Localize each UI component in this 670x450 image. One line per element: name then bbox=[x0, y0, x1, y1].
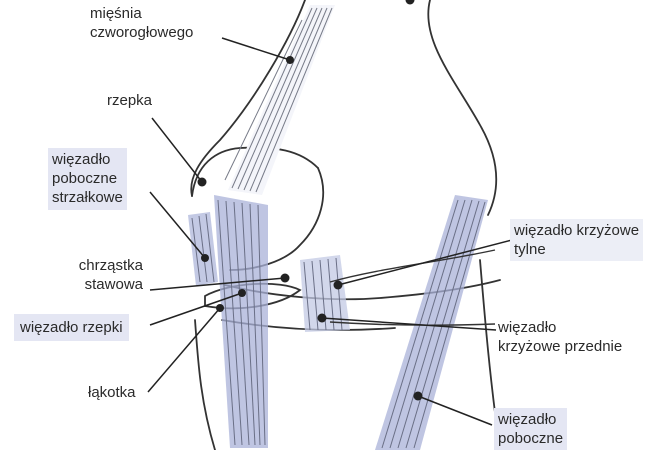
leader-meniscus bbox=[147, 307, 221, 393]
quadriceps-tendon bbox=[224, 5, 335, 195]
label-collateral-line2: poboczne bbox=[498, 430, 564, 447]
fibular-collateral-ligament bbox=[188, 212, 218, 286]
dot-quadriceps bbox=[286, 56, 294, 64]
collateral-ligament bbox=[375, 195, 488, 450]
shin-left bbox=[194, 319, 216, 450]
label-posterior-cruciate: więzadło krzyżowe tylne bbox=[510, 219, 644, 261]
leader-collateral bbox=[417, 395, 493, 426]
label-fibular-collateral-line3: strzałkowe bbox=[52, 189, 123, 206]
dot-fibular-collateral bbox=[201, 254, 209, 262]
label-fibular-collateral-line2: poboczne bbox=[52, 170, 118, 187]
label-meniscus: łąkotka bbox=[88, 384, 136, 401]
dot-patella bbox=[197, 177, 207, 187]
label-quadriceps: mięśnia czworogłowego bbox=[90, 4, 193, 42]
leader-lines bbox=[147, 0, 513, 426]
label-fibular-collateral-line1: więzadło bbox=[52, 151, 111, 168]
label-posterior-cruciate-line2: tylne bbox=[514, 241, 546, 258]
label-quadriceps-line1: mięśnia bbox=[90, 5, 142, 22]
label-collateral-line1: więzadło bbox=[498, 411, 557, 428]
label-patellar-ligament: więzadło rzepki bbox=[14, 314, 129, 341]
label-posterior-cruciate-line1: więzadło krzyżowe bbox=[514, 222, 640, 239]
label-cartilage-line1: chrząstka bbox=[78, 257, 143, 274]
leader-anterior-cruciate bbox=[321, 317, 497, 331]
dot-meniscus bbox=[216, 304, 224, 312]
dot-anterior-cruciate bbox=[317, 313, 327, 323]
label-anterior-cruciate: więzadło krzyżowe przednie bbox=[498, 318, 622, 356]
label-collateral: więzadło poboczne bbox=[494, 408, 568, 450]
label-anterior-cruciate-line1: więzadło bbox=[498, 319, 557, 336]
label-anterior-cruciate-line2: krzyżowe przednie bbox=[498, 338, 623, 355]
label-fibular-collateral: więzadło poboczne strzałkowe bbox=[48, 148, 127, 210]
femur-outline-left bbox=[190, 0, 306, 197]
leader-dots bbox=[197, 0, 423, 401]
leader-patella bbox=[151, 117, 203, 183]
label-cartilage-line2: stawowa bbox=[84, 276, 143, 293]
leader-quadriceps bbox=[221, 37, 291, 61]
femur-outline-right bbox=[427, 0, 498, 216]
dot-top bbox=[405, 0, 415, 5]
dot-cartilage bbox=[280, 273, 290, 283]
dot-posterior-cruciate bbox=[333, 280, 343, 290]
label-cartilage: chrząstka stawowa bbox=[45, 256, 143, 294]
patellar-ligament bbox=[214, 195, 268, 448]
leader-cartilage bbox=[149, 277, 286, 291]
dot-collateral bbox=[413, 391, 423, 401]
dot-patellar-ligament bbox=[238, 289, 246, 297]
leader-posterior-cruciate bbox=[337, 239, 513, 286]
label-quadriceps-line2: czworogłowego bbox=[90, 24, 194, 41]
leader-patellar-ligament bbox=[149, 292, 243, 326]
tibia-plateau bbox=[224, 279, 501, 301]
leader-fibular-collateral bbox=[149, 191, 206, 259]
label-patella: rzepka bbox=[107, 92, 153, 109]
